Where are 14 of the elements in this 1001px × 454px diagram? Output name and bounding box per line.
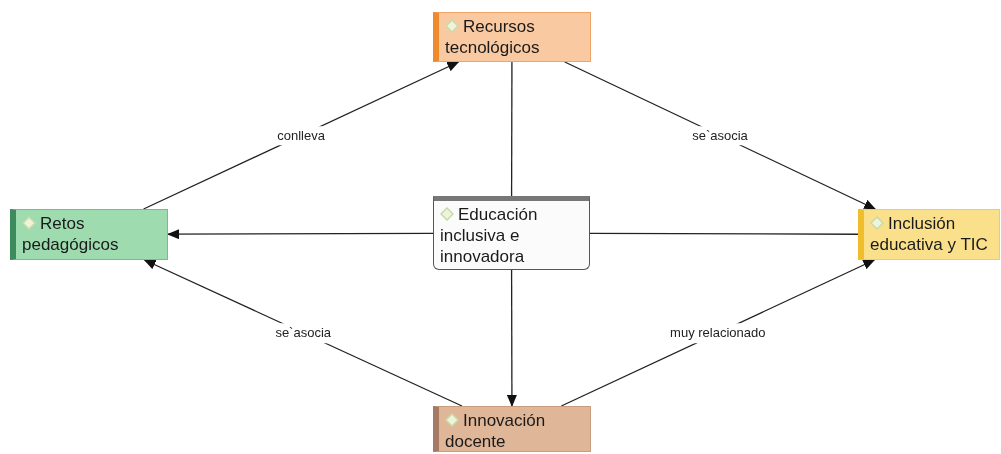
arrow [506, 269, 517, 407]
concept-text: Inclusión educativa y TIC [870, 213, 989, 255]
concept-text: Innovación docente [445, 410, 547, 452]
concept-box [433, 406, 591, 452]
concept-box [433, 196, 590, 270]
concept-box [10, 209, 168, 260]
connector-line [589, 232, 859, 235]
concept-text: Retos pedagógicos [22, 213, 120, 255]
connector-line [510, 61, 513, 197]
concept-text: Educación inclusiva e innovadora [440, 204, 539, 267]
concept-box [433, 12, 591, 62]
concept-text: Recursos tecnológicos [445, 16, 541, 58]
arrow [167, 229, 434, 240]
concept-box [858, 209, 1000, 260]
